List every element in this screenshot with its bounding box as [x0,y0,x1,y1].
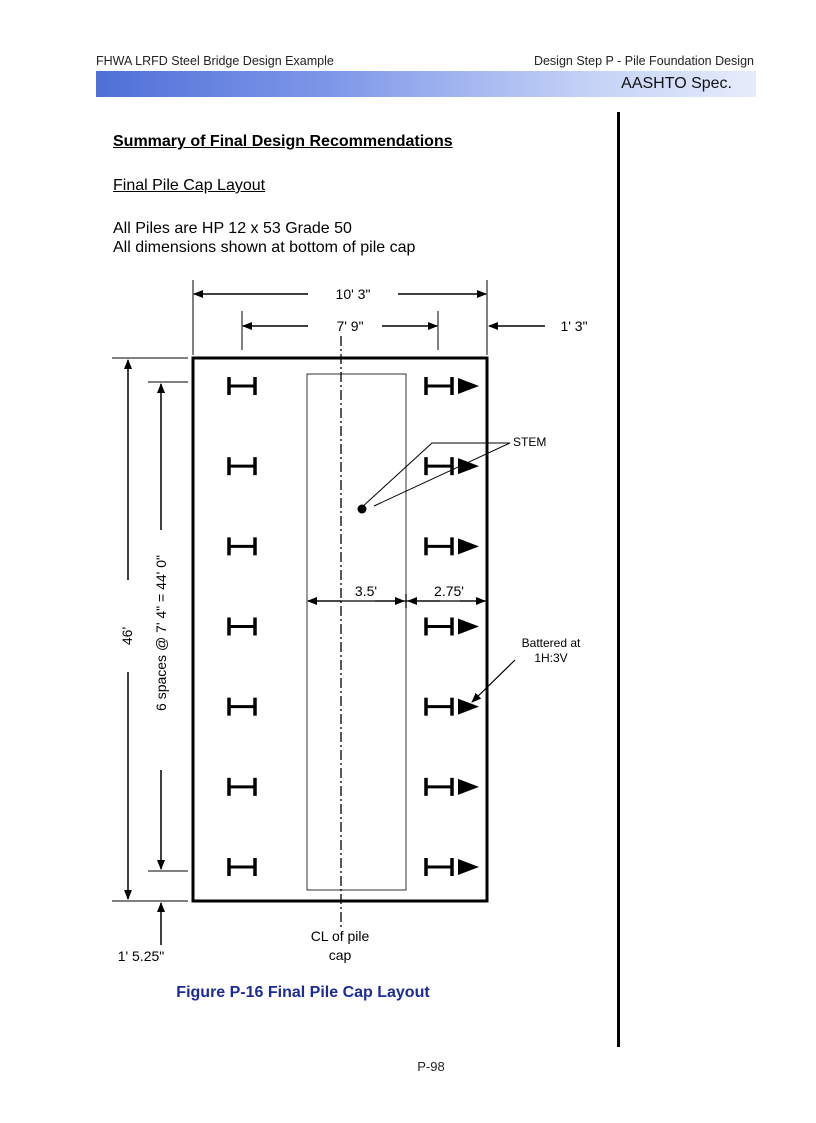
header-section-title: Design Step P - Pile Foundation Design [533,54,754,68]
battered-label-line1: Battered at [522,636,581,650]
vertical-pile [227,457,257,476]
battered-pile [424,697,479,716]
batter-direction-arrow [458,538,479,555]
stem-leader [360,442,511,509]
vertical-pile [227,697,257,716]
section-title: Summary of Final Design Recommendations [113,133,453,150]
centerline-label-line1: CL of pile [311,928,370,944]
page-number: P-98 [417,1059,445,1074]
vertical-piles [227,377,257,876]
batter-direction-arrow [458,458,479,475]
stem-label: STEM [513,435,546,449]
subsection-title: Final Pile Cap Layout [113,177,266,194]
batter-direction-arrow [458,378,479,394]
battered-pile [424,457,479,476]
batter-direction-arrow [458,698,479,715]
overall-width-label: 10' 3" [336,286,371,302]
vertical-pile [227,377,257,395]
dimension-note: All dimensions shown at bottom of pile c… [113,239,416,256]
spec-column-divider [617,112,620,1047]
figure-caption: Figure P-16 Final Pile Cap Layout [176,984,430,1001]
left-extension-lines [112,357,188,902]
centerline-label-line2: cap [329,947,352,963]
battered-pile [424,617,479,636]
pile-type-note: All Piles are HP 12 x 53 Grade 50 [113,220,352,237]
pile-spacing-label: 6 spaces @ 7' 4" = 44' 0" [153,555,169,711]
aashto-spec-label: AASHTO Spec. [621,75,732,92]
stem-offset-label: 2.75' [434,583,464,599]
battered-pile [424,377,479,395]
battered-pile [424,858,479,876]
battered-pile [424,537,479,556]
vertical-pile [227,617,257,636]
stem-width-label: 3.5' [355,583,377,599]
header-band [96,71,756,97]
length-label: 46' [119,627,135,645]
vertical-pile [227,858,257,876]
stem-offset-dimension [307,594,486,608]
battered-piles [424,377,479,876]
battered-label-line2: 1H:3V [534,651,567,665]
vertical-pile [227,537,257,556]
stem-leader-dot [357,504,367,514]
battered-pile [424,777,479,796]
edge-bottom-label: 1' 5.25" [118,948,165,964]
pile-spacing-width-label: 7' 9" [336,318,363,334]
edge-right-label: 1' 3" [560,318,587,334]
vertical-pile [227,777,257,796]
battered-leader [471,659,516,703]
pile-cap-outline [191,356,489,903]
stem-outline [306,373,407,891]
header-document-title: FHWA LRFD Steel Bridge Design Example [96,54,334,68]
batter-direction-arrow [458,859,479,875]
batter-direction-arrow [458,618,479,635]
batter-direction-arrow [458,778,479,795]
